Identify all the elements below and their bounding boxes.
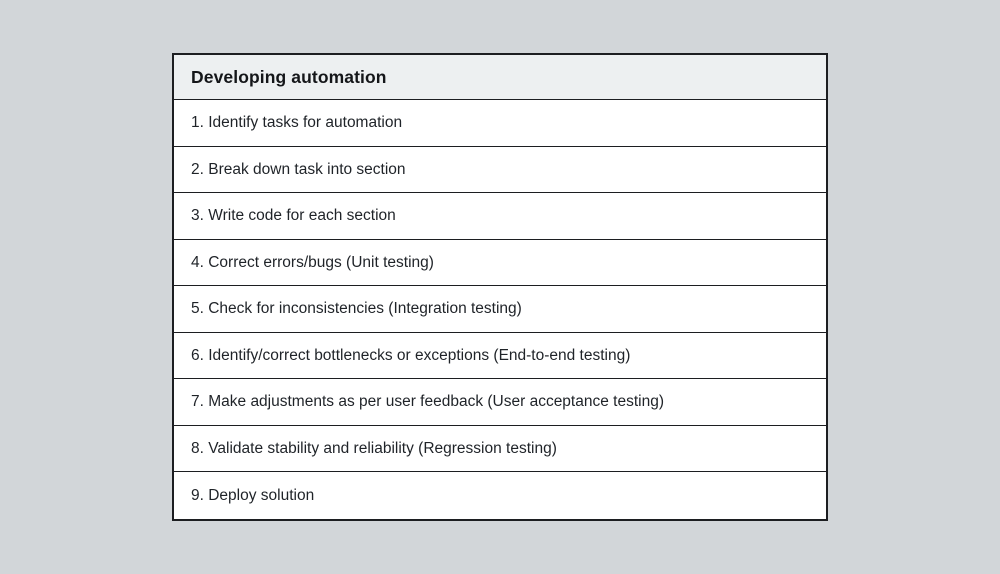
table-row: 9. Deploy solution xyxy=(174,472,826,519)
table-row: 6. Identify/correct bottlenecks or excep… xyxy=(174,332,826,380)
table-row: 7. Make adjustments as per user feedback… xyxy=(174,379,826,426)
table-row: 2. Break down task into section xyxy=(174,146,826,194)
table-row: 8. Validate stability and reliability (R… xyxy=(174,425,826,473)
developing-automation-table: Developing automation 1. Identify tasks … xyxy=(172,53,828,521)
table-row: 1. Identify tasks for automation xyxy=(174,100,826,147)
table-row: 3. Write code for each section xyxy=(174,193,826,240)
table-title: Developing automation xyxy=(174,55,826,101)
table-row: 4. Correct errors/bugs (Unit testing) xyxy=(174,239,826,287)
table-row: 5. Check for inconsistencies (Integratio… xyxy=(174,286,826,333)
